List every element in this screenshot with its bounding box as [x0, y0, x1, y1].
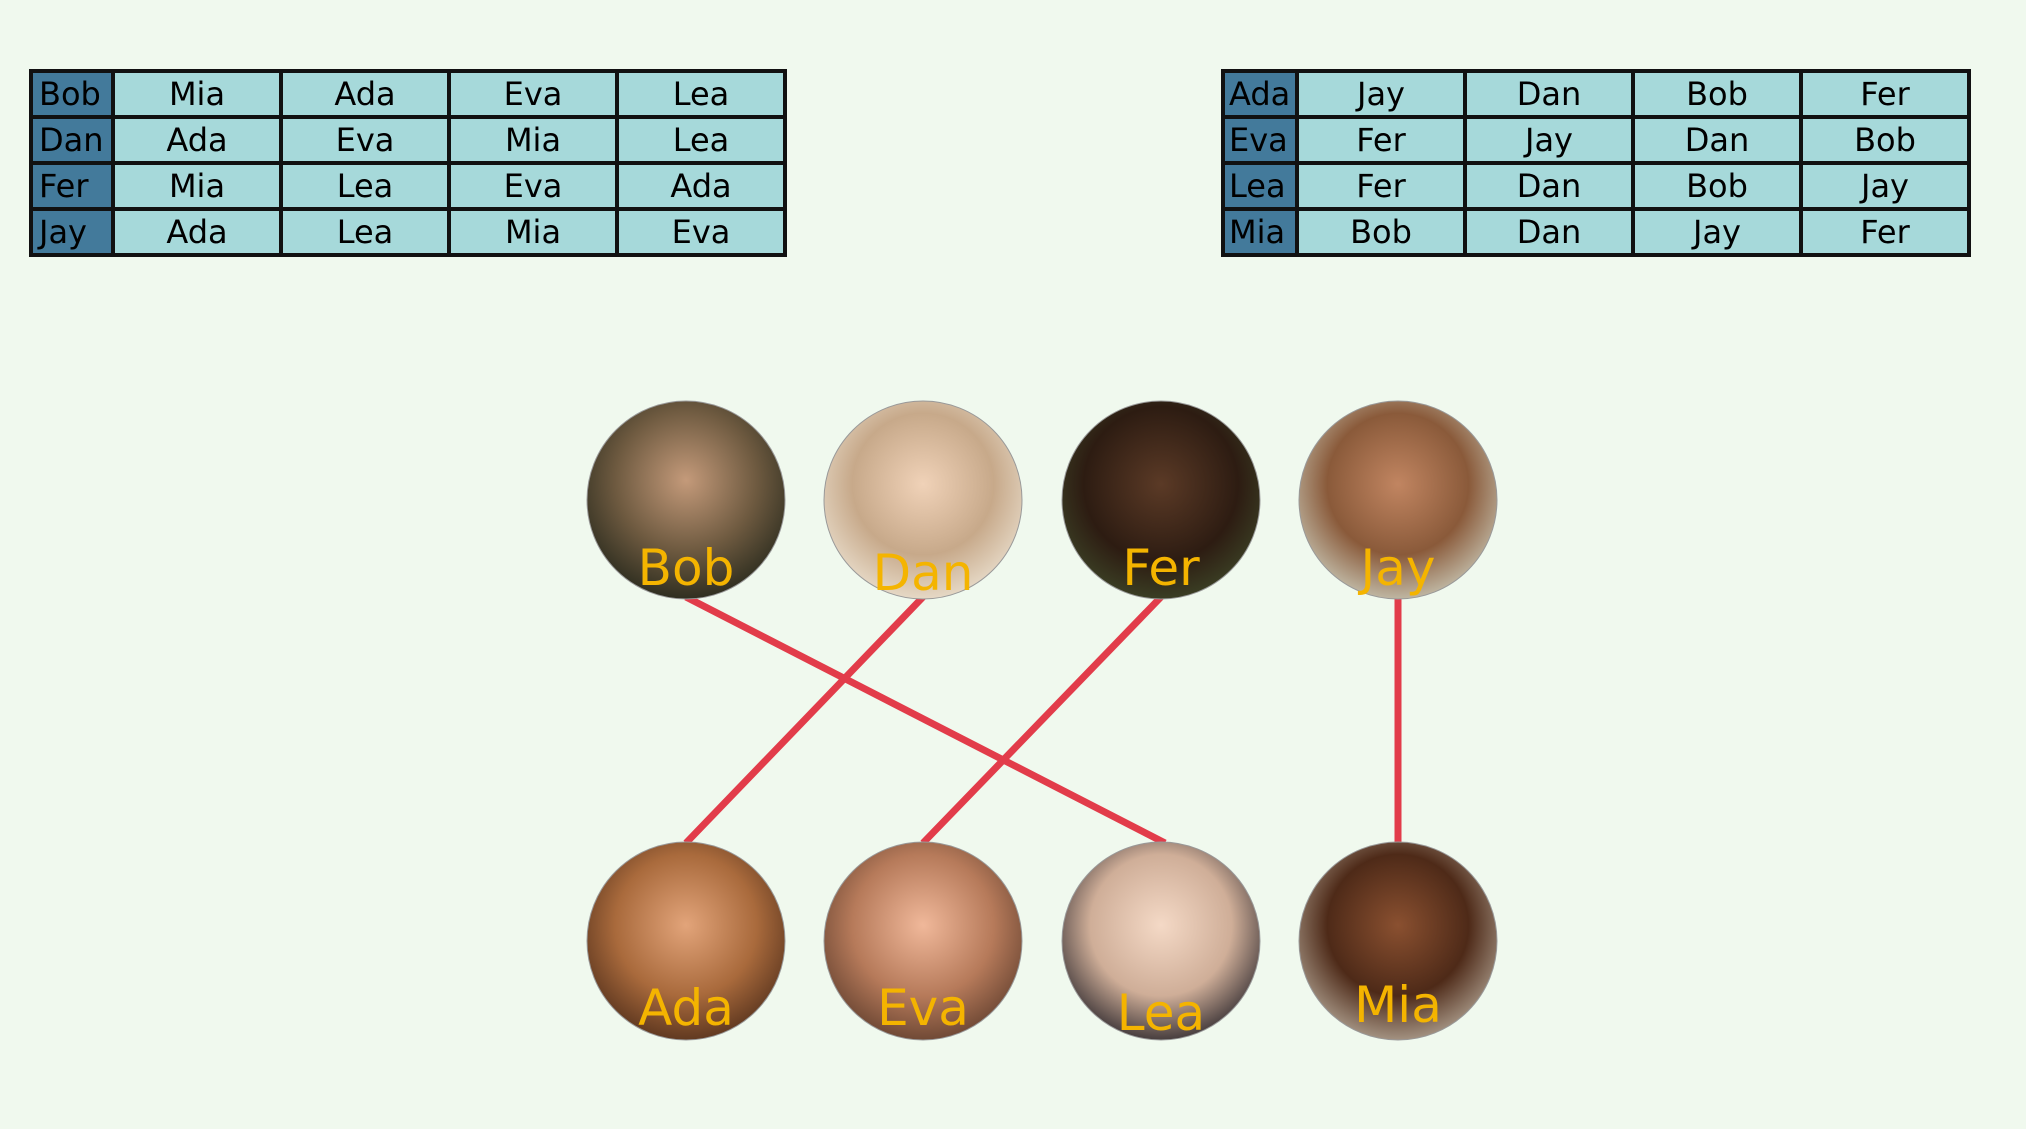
table-cell: Bob: [1799, 115, 1971, 165]
row-header: Lea: [1221, 161, 1299, 211]
row-header: Eva: [1221, 115, 1299, 165]
table-cell: Bob: [1631, 161, 1803, 211]
avatar-label: Fer: [1122, 539, 1200, 597]
avatar-bob[interactable]: Bob: [586, 400, 786, 600]
table-row: Jay Ada Lea Mia Eva: [29, 207, 787, 257]
avatar-eva[interactable]: Eva: [823, 841, 1023, 1041]
row-header: Fer: [29, 161, 115, 211]
table-cell: Fer: [1295, 161, 1467, 211]
table-cell: Ada: [279, 69, 451, 119]
match-line-bob-lea: [684, 593, 1167, 847]
table-row: Fer Mia Lea Eva Ada: [29, 161, 787, 211]
table-cell: Mia: [447, 115, 619, 165]
table-cell: Dan: [1463, 207, 1635, 257]
avatar-label: Jay: [1358, 539, 1436, 597]
row-header: Mia: [1221, 207, 1299, 257]
match-lines: [683, 593, 1402, 847]
row-header: Bob: [29, 69, 115, 119]
table-cell: Fer: [1295, 115, 1467, 165]
table-cell: Bob: [1295, 207, 1467, 257]
table-cell: Jay: [1295, 69, 1467, 119]
table-row: Mia Bob Dan Jay Fer: [1221, 207, 1971, 257]
table-cell: Eva: [615, 207, 787, 257]
match-line-fer-eva: [920, 594, 1164, 846]
table-cell: Jay: [1799, 161, 1971, 211]
table-cell: Dan: [1463, 69, 1635, 119]
table-row: Ada Jay Dan Bob Fer: [1221, 69, 1971, 119]
avatar-lea[interactable]: Lea: [1061, 841, 1261, 1042]
table-row: Dan Ada Eva Mia Lea: [29, 115, 787, 165]
row-header: Dan: [29, 115, 115, 165]
table-cell: Ada: [615, 161, 787, 211]
table-cell: Ada: [111, 207, 283, 257]
table-cell: Mia: [447, 207, 619, 257]
men-preferences-table: Bob Mia Ada Eva Lea Dan Ada Eva Mia Lea …: [29, 69, 787, 257]
table-cell: Jay: [1463, 115, 1635, 165]
table-cell: Eva: [279, 115, 451, 165]
match-line-dan-ada: [683, 594, 926, 846]
avatar-label: Lea: [1117, 984, 1205, 1042]
table-cell: Eva: [447, 69, 619, 119]
avatar-label: Dan: [873, 544, 974, 602]
table-cell: Jay: [1631, 207, 1803, 257]
avatar-fer[interactable]: Fer: [1061, 400, 1261, 600]
table-cell: Lea: [615, 115, 787, 165]
women-preferences-table: Ada Jay Dan Bob Fer Eva Fer Jay Dan Bob …: [1221, 69, 1971, 257]
table-cell: Dan: [1631, 115, 1803, 165]
avatar-label: Ada: [638, 979, 734, 1037]
table-cell: Ada: [111, 115, 283, 165]
avatar-label: Bob: [638, 539, 735, 597]
avatar-label: Eva: [877, 979, 969, 1037]
table-cell: Mia: [111, 69, 283, 119]
avatar-jay[interactable]: Jay: [1298, 400, 1498, 600]
table-cell: Lea: [615, 69, 787, 119]
table-cell: Fer: [1799, 69, 1971, 119]
table-cell: Bob: [1631, 69, 1803, 119]
table-cell: Fer: [1799, 207, 1971, 257]
avatar-mia[interactable]: Mia: [1298, 841, 1498, 1041]
avatar-label: Mia: [1354, 976, 1442, 1034]
table-row: Lea Fer Dan Bob Jay: [1221, 161, 1971, 211]
table-cell: Lea: [279, 207, 451, 257]
avatar-ada[interactable]: Ada: [586, 841, 786, 1041]
row-header: Ada: [1221, 69, 1299, 119]
table-row: Bob Mia Ada Eva Lea: [29, 69, 787, 119]
table-cell: Lea: [279, 161, 451, 211]
table-cell: Eva: [447, 161, 619, 211]
avatar-dan[interactable]: Dan: [823, 400, 1023, 602]
table-row: Eva Fer Jay Dan Bob: [1221, 115, 1971, 165]
table-cell: Dan: [1463, 161, 1635, 211]
table-cell: Mia: [111, 161, 283, 211]
row-header: Jay: [29, 207, 115, 257]
